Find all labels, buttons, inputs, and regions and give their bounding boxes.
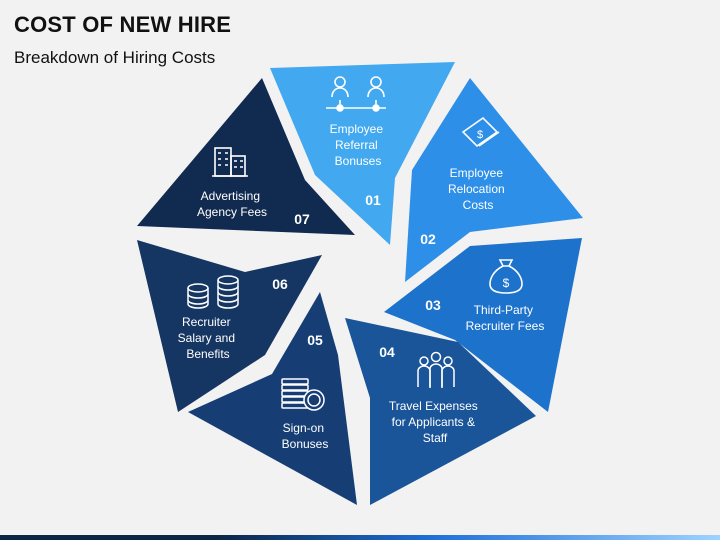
building-icon (212, 147, 248, 177)
segment-01-number: 01 (365, 192, 381, 208)
group-icon (417, 351, 455, 388)
money-bag-icon: $ (489, 259, 523, 294)
page-title: COST OF NEW HIRE (14, 12, 232, 37)
segment-07-shape (137, 78, 355, 235)
segment-02-number: 02 (420, 231, 436, 247)
segment-03: $ Third-Party Recruiter Fees 03 (384, 238, 582, 412)
segment-05-shape (188, 292, 357, 505)
segment-04-shape (345, 318, 536, 505)
svg-text:$: $ (503, 276, 510, 290)
segment-02-shape (405, 78, 583, 282)
people-network-icon (326, 76, 386, 112)
svg-text:$: $ (477, 129, 483, 141)
segment-07: Advertising Agency Fees 07 (137, 78, 355, 235)
segment-03-label: Third-Party Recruiter Fees (466, 303, 545, 333)
segment-06-label: Recruiter Salary and Benefits (178, 315, 239, 361)
segment-03-shape (384, 238, 582, 412)
segment-02-label: Employee Relocation Costs (448, 166, 508, 212)
segment-01-shape (270, 62, 455, 245)
segment-02: $ Employee Relocation Costs 02 (405, 78, 583, 282)
coins-icon (187, 275, 239, 309)
segment-05-label: Sign-on Bonuses (282, 421, 329, 451)
segment-04-label: Travel Expenses for Applicants & Staff (389, 399, 481, 445)
segment-05-number: 05 (307, 332, 323, 348)
page-subtitle: Breakdown of Hiring Costs (14, 48, 216, 67)
segment-01-label: Employee Referral Bonuses (330, 122, 387, 168)
segment-07-label: Advertising Agency Fees (197, 189, 267, 219)
segment-06: Recruiter Salary and Benefits 06 (137, 240, 322, 412)
segment-06-number: 06 (272, 276, 288, 292)
bottom-accent-bar (0, 535, 720, 540)
segment-01: Employee Referral Bonuses 01 (270, 62, 455, 245)
segment-07-number: 07 (294, 211, 310, 227)
segment-06-shape (137, 240, 322, 412)
coin-stack-icon (281, 378, 325, 411)
segment-05: Sign-on Bonuses 05 (188, 292, 357, 505)
segment-03-number: 03 (425, 297, 441, 313)
segment-04: Travel Expenses for Applicants & Staff 0… (345, 318, 536, 505)
money-bill-icon: $ (461, 116, 500, 148)
segment-04-number: 04 (379, 344, 395, 360)
